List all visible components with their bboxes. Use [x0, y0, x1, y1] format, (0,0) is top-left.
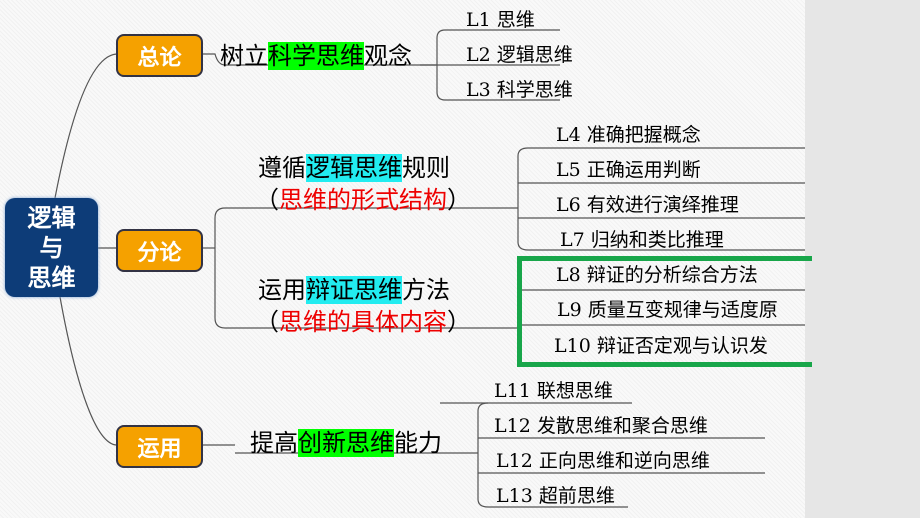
list-item: L12 发散思维和聚合思维: [494, 415, 708, 437]
topic-text: 方法: [402, 276, 450, 304]
list-item: L11 联想思维: [494, 380, 613, 402]
topic-highlight: 逻辑思维: [306, 154, 402, 182]
list-item: L5 正确运用判断: [556, 159, 701, 181]
topic-scientific-thinking: 树立科学思维观念: [220, 36, 412, 71]
highlight-frame: [517, 256, 812, 367]
branch-node-zonglun: 总论: [116, 34, 203, 77]
topic-logical-rules: 遵循逻辑思维规则: [258, 148, 450, 183]
list-item: L12 正向思维和逆向思维: [496, 450, 710, 472]
topic-text: 树立: [220, 42, 268, 70]
topic-note: （思维的形式结构）: [255, 180, 471, 215]
root-node: 逻辑 与 思维: [5, 198, 98, 297]
list-item: L9 质量互变规律与适度原: [557, 299, 778, 321]
topic-note: （思维的具体内容）: [255, 302, 471, 337]
branch-node-yunyong: 运用: [116, 425, 203, 468]
topic-text: 观念: [364, 42, 412, 70]
topic-text: 能力: [394, 429, 442, 457]
list-item: L8 辩证的分析综合方法: [556, 264, 758, 286]
paren: ）: [447, 308, 471, 336]
topic-text: 规则: [402, 154, 450, 182]
topic-creative-thinking: 提高创新思维能力: [250, 423, 442, 458]
note-text: 思维的形式结构: [279, 186, 447, 214]
topic-text: 运用: [258, 276, 306, 304]
topic-text: 提高: [250, 429, 298, 457]
paren: （: [255, 186, 279, 214]
topic-highlight: 创新思维: [298, 429, 394, 457]
topic-highlight: 科学思维: [268, 42, 364, 70]
topic-dialectical-methods: 运用辩证思维方法: [258, 270, 450, 305]
list-item: L6 有效进行演绎推理: [556, 194, 739, 216]
branch-node-fenlun: 分论: [116, 229, 203, 272]
list-item: L4 准确把握概念: [556, 124, 701, 146]
list-item: L10 辩证否定观与认识发: [554, 335, 768, 357]
topic-highlight: 辩证思维: [306, 276, 402, 304]
list-item: L13 超前思维: [496, 485, 615, 507]
list-item: L7 归纳和类比推理: [560, 229, 724, 251]
paren: （: [255, 308, 279, 336]
side-panel: [805, 0, 920, 518]
list-item: L1 思维: [466, 9, 535, 31]
topic-text: 遵循: [258, 154, 306, 182]
paren: ）: [447, 186, 471, 214]
list-item: L3 科学思维: [466, 79, 573, 101]
list-item: L2 逻辑思维: [466, 44, 573, 66]
note-text: 思维的具体内容: [279, 308, 447, 336]
